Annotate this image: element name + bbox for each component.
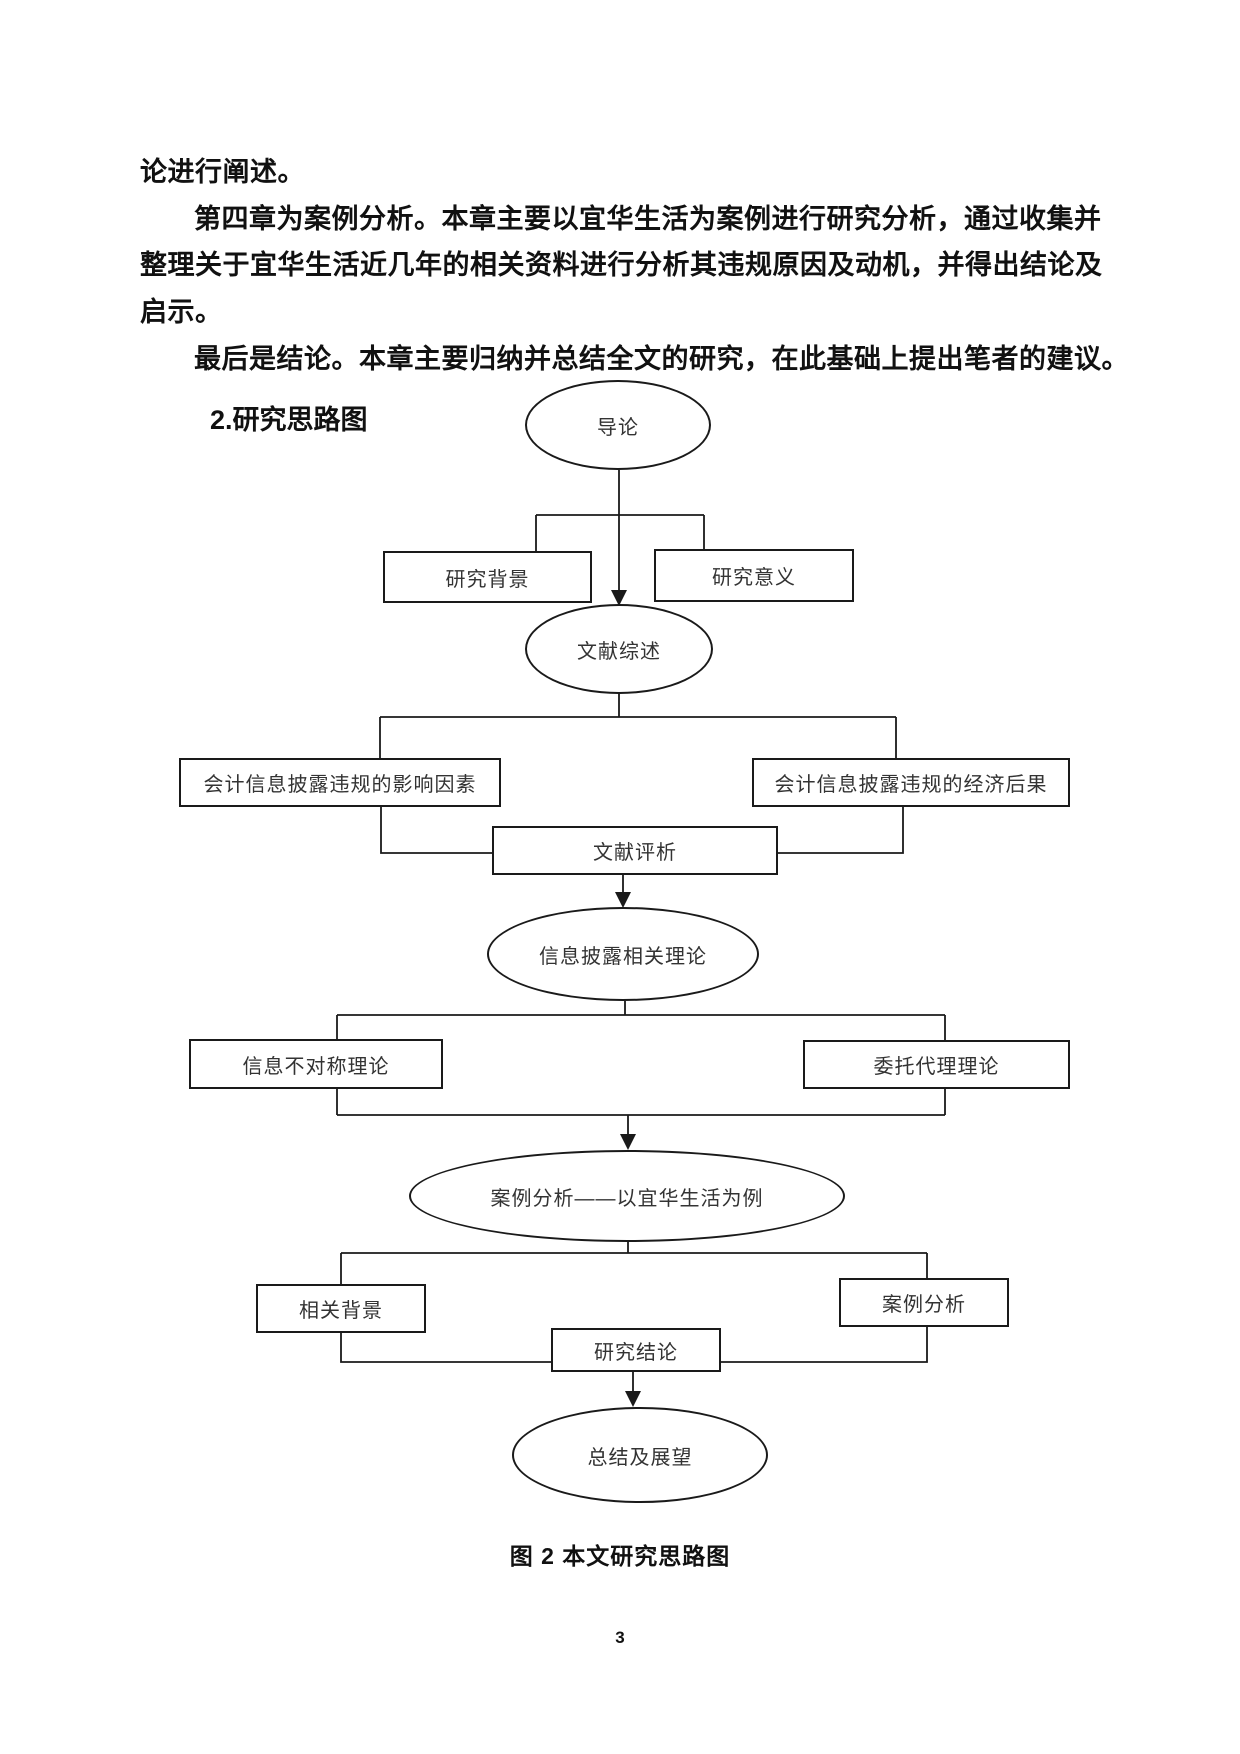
- node-label: 总结及展望: [587, 1446, 693, 1469]
- node-label: 委托代理理论: [873, 1056, 1000, 1078]
- node-anli-yihua: 案例分析——以宜华生活为例: [409, 1150, 845, 1242]
- node-label: 信息披露相关理论: [539, 945, 707, 968]
- node-zongjie-zhanwang: 总结及展望: [512, 1407, 768, 1503]
- page-number: 3: [615, 1628, 625, 1647]
- node-yanjiu-beijing: 研究背景: [383, 551, 592, 603]
- section-heading: 2.研究思路图: [210, 405, 368, 435]
- node-label: 会计信息披露违规的经济后果: [774, 774, 1048, 796]
- arrowhead-anli-ellipse: [620, 1134, 636, 1150]
- figure-caption: 图 2 本文研究思路图: [509, 1543, 731, 1569]
- arrowhead-wenxianzongshu: [611, 590, 627, 606]
- node-label: 导论: [597, 416, 639, 439]
- node-xiangguan-lilun: 信息披露相关理论: [487, 907, 759, 1001]
- paragraph-line: 第四章为案例分析。本章主要以宜华生活为案例进行研究分析，通过收集并: [194, 204, 1102, 234]
- node-label: 会计信息披露违规的影响因素: [203, 774, 477, 796]
- arrowhead-xiangguanlilun: [615, 892, 631, 908]
- node-label: 文献综述: [577, 640, 661, 663]
- node-label: 案例分析——以宜华生活为例: [490, 1187, 764, 1210]
- node-jingji-houguo: 会计信息披露违规的经济后果: [752, 758, 1070, 807]
- node-yanjiu-yiyi: 研究意义: [654, 549, 854, 602]
- node-label: 研究意义: [712, 567, 796, 589]
- edge-anlifenxi-to-jielun: [721, 1327, 928, 1363]
- node-daolun: 导论: [525, 380, 711, 470]
- node-anli-fenxi: 案例分析: [839, 1278, 1009, 1327]
- node-wenxian-zongshu: 文献综述: [525, 604, 713, 694]
- node-label: 相关背景: [299, 1300, 383, 1322]
- node-xiangguan-beijing: 相关背景: [256, 1284, 426, 1333]
- node-label: 研究结论: [594, 1341, 678, 1364]
- edge-jingji-to-pingxi: [778, 806, 904, 854]
- paragraph-line: 最后是结论。本章主要归纳并总结全文的研究，在此基础上提出笔者的建议。: [194, 344, 1129, 374]
- paragraph-line: 论进行阐述。: [140, 157, 305, 187]
- node-xinxi-buduicheng: 信息不对称理论: [189, 1039, 443, 1089]
- edge-yingxiang-to-pingxi: [380, 806, 492, 854]
- node-label: 文献评析: [593, 842, 677, 864]
- paragraph-line: 启示。: [140, 297, 223, 327]
- node-weituo-daili: 委托代理理论: [803, 1040, 1070, 1089]
- node-wenxian-pingxi: 文献评析: [492, 826, 778, 875]
- node-label: 研究背景: [445, 568, 530, 591]
- node-yingxiang-yinsu: 会计信息披露违规的影响因素: [179, 758, 501, 807]
- node-label: 信息不对称理论: [242, 1055, 390, 1078]
- arrowhead-zongjie: [625, 1391, 641, 1407]
- node-label: 案例分析: [882, 1294, 966, 1316]
- node-yanjiu-jielun: 研究结论: [551, 1328, 721, 1372]
- paragraph-line: 整理关于宜华生活近几年的相关资料进行分析其违规原因及动机，并得出结论及: [140, 250, 1103, 280]
- edge-xiangguanbeijing-to-jielun: [340, 1333, 551, 1363]
